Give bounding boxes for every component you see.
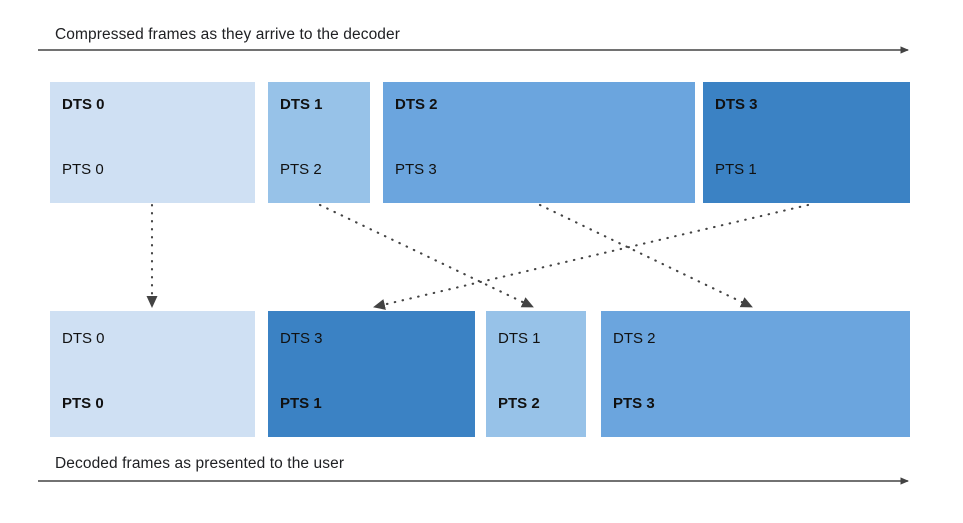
pts-label: PTS 2 <box>498 395 540 412</box>
dts-label: DTS 1 <box>498 330 541 347</box>
bottom-caption: Decoded frames as presented to the user <box>55 455 345 472</box>
pts-label: PTS 2 <box>280 161 322 178</box>
frame-box: DTS 0 PTS 0 <box>50 82 255 203</box>
mapping-arrow <box>538 203 754 309</box>
dts-label: DTS 0 <box>62 96 105 113</box>
frame-box: DTS 2 PTS 3 <box>601 311 910 437</box>
mapping-arrow <box>318 203 535 309</box>
pts-label: PTS 1 <box>280 395 322 412</box>
dts-label: DTS 3 <box>715 96 758 113</box>
mapping-arrow <box>372 203 810 310</box>
frame-box: DTS 2 PTS 3 <box>383 82 695 203</box>
dts-label: DTS 1 <box>280 96 323 113</box>
dts-label: DTS 3 <box>280 330 323 347</box>
dts-label: DTS 2 <box>395 96 438 113</box>
dts-label: DTS 0 <box>62 330 105 347</box>
pts-label: PTS 0 <box>62 161 104 178</box>
frame-mapping-arrows <box>146 203 810 310</box>
pts-label: PTS 1 <box>715 161 757 178</box>
pts-label: PTS 3 <box>613 395 655 412</box>
frame-box: DTS 1 PTS 2 <box>268 82 370 203</box>
frame-box: DTS 0 PTS 0 <box>50 311 255 437</box>
pts-label: PTS 0 <box>62 395 104 412</box>
top-caption: Compressed frames as they arrive to the … <box>55 26 400 43</box>
frame-box: DTS 3 PTS 1 <box>268 311 475 437</box>
pts-label: PTS 3 <box>395 161 437 178</box>
frame-box: DTS 1 PTS 2 <box>486 311 586 437</box>
dts-label: DTS 2 <box>613 330 656 347</box>
frame-box: DTS 3 PTS 1 <box>703 82 910 203</box>
